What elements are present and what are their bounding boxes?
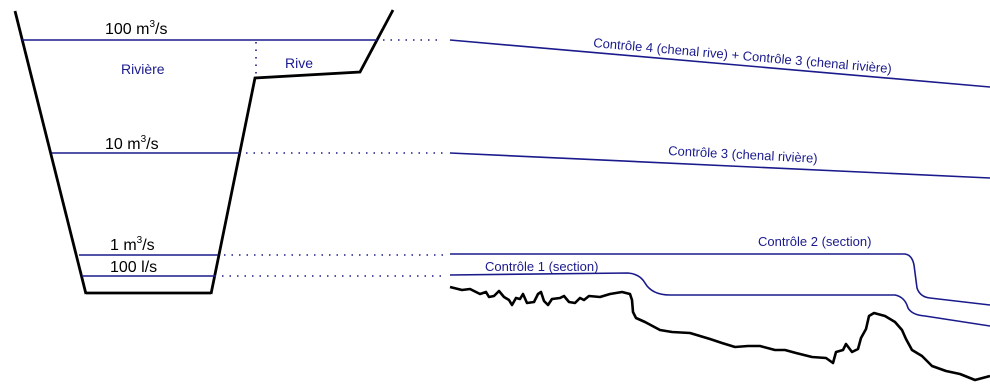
discharge-label-100: 100 m3/s xyxy=(105,19,167,38)
zone-bank-label: Rive xyxy=(285,55,313,71)
cross-section: Rivière Rive 100 m3/s 10 m3/s 1 m3/s 100… xyxy=(13,9,395,295)
dotted-connectors xyxy=(222,39,445,277)
surface-line-10 xyxy=(449,152,990,179)
longitudinal-profile: Contrôle 4 (chenal rive) + Contrôle 3 (c… xyxy=(449,35,990,382)
discharge-label-1: 1 m3/s xyxy=(110,235,155,254)
zone-river-label: Rivière xyxy=(121,61,165,77)
control-label-c3: Contrôle 3 (chenal rivière) xyxy=(668,143,818,166)
discharge-label-10: 10 m3/s xyxy=(105,134,159,153)
riverbed-profile xyxy=(449,285,990,382)
channel-left-bank xyxy=(13,10,88,295)
surface-line-100 xyxy=(449,39,990,88)
discharge-label-01: 100 l/s xyxy=(110,259,157,276)
control-label-c1: Contrôle 1 (section) xyxy=(485,259,598,274)
surface-line-1 xyxy=(450,253,990,306)
control-label-c2: Contrôle 2 (section) xyxy=(758,234,871,249)
channel-right-bank xyxy=(209,9,395,295)
surface-line-01 xyxy=(449,272,990,327)
